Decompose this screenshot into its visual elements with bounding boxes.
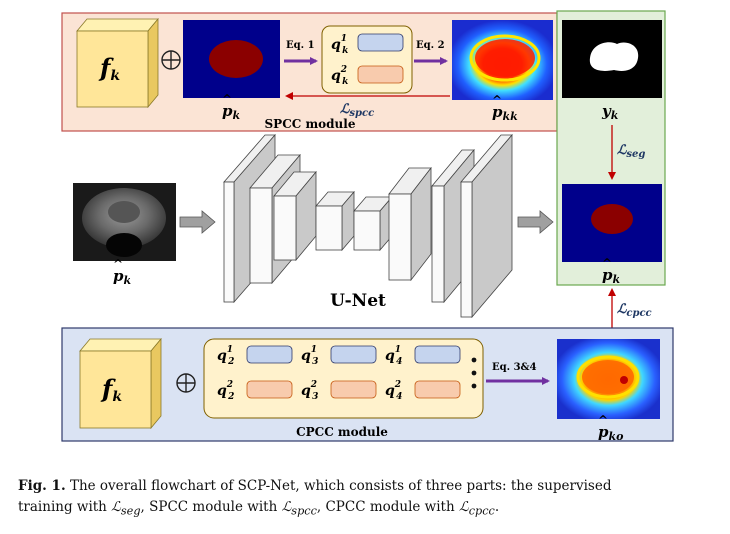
cpcc-feature-label: fk bbox=[100, 374, 122, 405]
spcc-pred-label: pk bbox=[222, 102, 241, 122]
prototype-slot bbox=[414, 380, 461, 399]
spcc-oplus-icon bbox=[161, 50, 181, 70]
eq2-label: Eq. 2 bbox=[416, 40, 445, 51]
spcc-loss-label: ℒspcc bbox=[340, 102, 374, 119]
decoder-block bbox=[460, 133, 513, 319]
caption-text: training with bbox=[18, 499, 112, 515]
cpcc-loss-label: ℒcpcc bbox=[617, 302, 652, 319]
prototype-slot bbox=[357, 33, 404, 52]
spcc-pkk-label: pkk bbox=[492, 103, 518, 123]
loss-symbol: ℒspcc bbox=[281, 499, 317, 518]
figure-number: Fig. 1. bbox=[18, 478, 66, 494]
cpcc-feature-cube: fk bbox=[79, 337, 162, 430]
hat-glyph: ^ bbox=[492, 93, 502, 107]
ellipsis-dot bbox=[471, 370, 477, 376]
bottleneck-block bbox=[353, 195, 393, 252]
spcc-pkk-heatmap bbox=[452, 20, 553, 100]
hat-glyph: ^ bbox=[113, 257, 123, 271]
prototype-slot bbox=[330, 380, 377, 399]
input-label: pk bbox=[113, 267, 132, 287]
seg-pred-label: pk bbox=[602, 266, 621, 286]
unet: pk ^ bbox=[73, 133, 554, 319]
ellipsis-dot bbox=[471, 357, 477, 363]
seg-branch: yk ℒseg pk ^ ℒcpcc bbox=[556, 10, 666, 338]
ground-truth-mask bbox=[562, 20, 662, 98]
input-arrow bbox=[179, 210, 216, 234]
spcc-feature-label: fk bbox=[98, 53, 120, 84]
bottleneck-block bbox=[315, 190, 355, 252]
eq34-label: Eq. 3&4 bbox=[492, 362, 537, 373]
hat-glyph: ^ bbox=[222, 92, 232, 106]
prototype-slot bbox=[246, 380, 293, 399]
figure-caption: Fig. 1. The overall flowchart of SCP-Net… bbox=[18, 476, 718, 522]
hat-glyph: ^ bbox=[598, 413, 608, 427]
caption-line1: The overall flowchart of SCP-Net, which … bbox=[69, 478, 612, 494]
hat-glyph: ^ bbox=[602, 256, 612, 270]
encoder-block bbox=[273, 170, 317, 262]
caption-text: , SPCC module with bbox=[140, 499, 282, 515]
spcc-title: SPCC module bbox=[265, 117, 356, 131]
caption-text: . bbox=[494, 499, 500, 515]
output-arrow bbox=[517, 210, 554, 234]
prototype-slot bbox=[246, 345, 293, 364]
unet-title: U-Net bbox=[330, 291, 386, 311]
seg-pred-map bbox=[562, 184, 662, 262]
ellipsis-dot bbox=[471, 383, 477, 389]
spcc-pred-map bbox=[183, 20, 280, 98]
prototype-slot bbox=[330, 345, 377, 364]
seg-loss-label: ℒseg bbox=[617, 143, 645, 160]
caption-text: , CPCC module with bbox=[316, 499, 459, 515]
cpcc-oplus-icon bbox=[176, 373, 196, 393]
prototype-slot bbox=[414, 345, 461, 364]
loss-symbol: ℒcpcc bbox=[458, 499, 495, 518]
cpcc-pko-heatmap bbox=[557, 339, 660, 419]
spcc-feature-cube: fk bbox=[76, 17, 159, 109]
prototype-slot bbox=[357, 65, 404, 84]
decoder-block bbox=[388, 166, 432, 282]
cpcc-pko-label: pko bbox=[598, 423, 623, 443]
input-mri bbox=[73, 183, 176, 261]
gt-label: yk bbox=[601, 102, 619, 122]
cpcc-title: CPCC module bbox=[296, 425, 388, 439]
eq1-label: Eq. 1 bbox=[286, 40, 315, 51]
loss-symbol: ℒseg bbox=[111, 499, 141, 518]
